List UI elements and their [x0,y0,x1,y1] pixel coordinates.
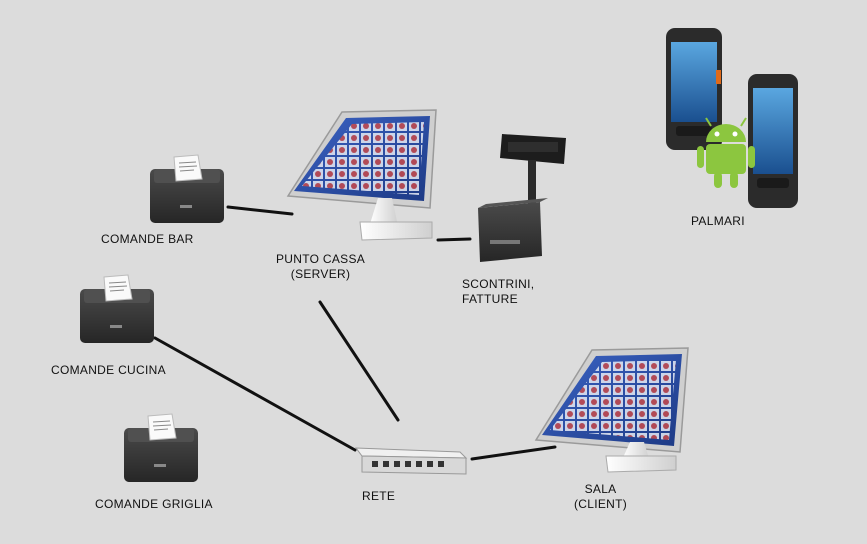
touchscreen-pos-icon [286,109,437,241]
fiscal-printer [478,134,566,262]
line-cucina-to-rete [153,336,357,452]
receipt-printer-icon [124,413,198,482]
pos-terminal-client [534,347,689,473]
label-palmari: PALMARI [691,214,745,228]
fiscal-printer-display-icon [478,134,566,262]
network-switch [354,447,468,475]
receipt-printer-icon [150,154,224,223]
printer-griglia [124,413,198,482]
label-scontrini: SCONTRINI, FATTURE [462,277,535,306]
label-comande-cucina: COMANDE CUCINA [51,363,166,377]
android-logo-icon [697,117,755,188]
line-server-to-scontrini [436,237,472,242]
label-rete: RETE [362,489,396,503]
line-server-to-rete [318,300,400,422]
label-comande-griglia: COMANDE GRIGLIA [95,497,213,511]
label-punto-cassa: PUNTO CASSA (SERVER) [276,252,366,281]
android-handheld-icon [748,74,798,208]
pos-terminal-server [286,109,437,241]
printer-bar [150,154,224,223]
network-switch-icon [354,447,468,475]
connection-lines [153,205,557,461]
line-bar-to-server [226,205,294,216]
label-comande-bar: COMANDE BAR [101,232,194,246]
printer-cucina [80,274,154,343]
handhelds [666,28,798,208]
touchscreen-pos-icon [534,347,689,473]
line-rete-to-sala [470,445,557,461]
receipt-printer-icon [80,274,154,343]
label-sala: SALA (CLIENT) [574,482,628,511]
